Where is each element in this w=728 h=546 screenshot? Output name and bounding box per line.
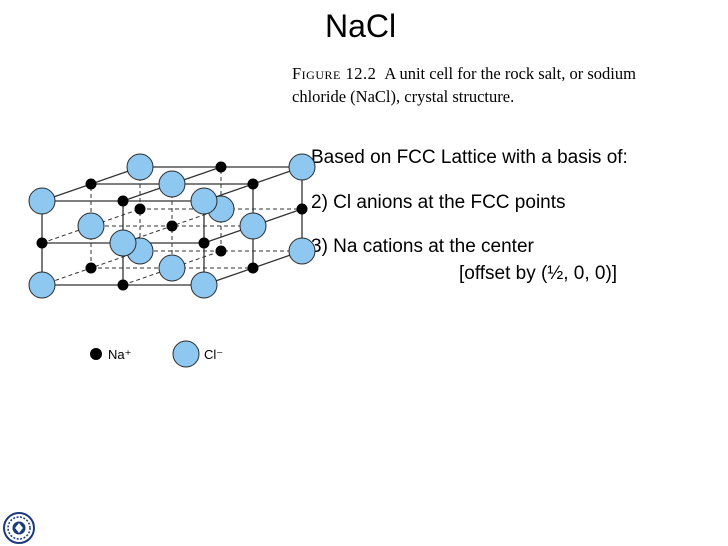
chloride-ion bbox=[28, 271, 56, 299]
sodium-ion bbox=[247, 262, 259, 274]
caption-text-line1: A unit cell for the rock salt, or sodium bbox=[384, 64, 636, 83]
chloride-ion bbox=[158, 254, 186, 282]
chloride-ion bbox=[126, 153, 154, 181]
legend-cl-label: Cl⁻ bbox=[204, 347, 224, 362]
chloride-ion bbox=[288, 153, 316, 181]
caption-text-line2: chloride (NaCl), crystal structure. bbox=[292, 87, 515, 106]
legend-na-marker bbox=[90, 348, 102, 360]
chloride-ion bbox=[158, 170, 186, 198]
sodium-ion bbox=[117, 195, 129, 207]
description-line-offset: [offset by (½, 0, 0)] bbox=[459, 263, 618, 284]
chloride-ion bbox=[288, 237, 316, 265]
description-line-cl-anions: 2) Cl anions at the FCC points bbox=[311, 192, 566, 213]
sodium-ion bbox=[166, 220, 178, 232]
sodium-ion bbox=[36, 237, 48, 249]
description-line-na-cations: 3) Na cations at the center bbox=[311, 236, 534, 257]
university-seal-icon bbox=[3, 512, 35, 544]
slide-title: NaCl bbox=[325, 8, 397, 44]
chloride-ion bbox=[190, 271, 218, 299]
sodium-ion bbox=[134, 203, 146, 215]
legend-na-label: Na⁺ bbox=[108, 347, 132, 362]
sodium-ion bbox=[198, 237, 210, 249]
sodium-ion bbox=[117, 279, 129, 291]
chloride-ion bbox=[109, 229, 137, 257]
figure-caption: Figure 12.2 A unit cell for the rock salt… bbox=[292, 62, 722, 108]
chloride-ion bbox=[77, 212, 105, 240]
sodium-ion bbox=[215, 161, 227, 173]
chloride-ion bbox=[239, 212, 267, 240]
figure-label: Figure 12.2 bbox=[292, 64, 377, 83]
sodium-ion bbox=[296, 203, 308, 215]
sodium-ion bbox=[85, 262, 97, 274]
sodium-ion bbox=[85, 178, 97, 190]
legend-cl-marker bbox=[172, 340, 200, 368]
chloride-ion bbox=[28, 187, 56, 215]
sodium-ion bbox=[247, 178, 259, 190]
chloride-ion bbox=[190, 187, 218, 215]
sodium-ion bbox=[215, 245, 227, 257]
description-line-basis: Based on FCC Lattice with a basis of: bbox=[311, 147, 628, 168]
